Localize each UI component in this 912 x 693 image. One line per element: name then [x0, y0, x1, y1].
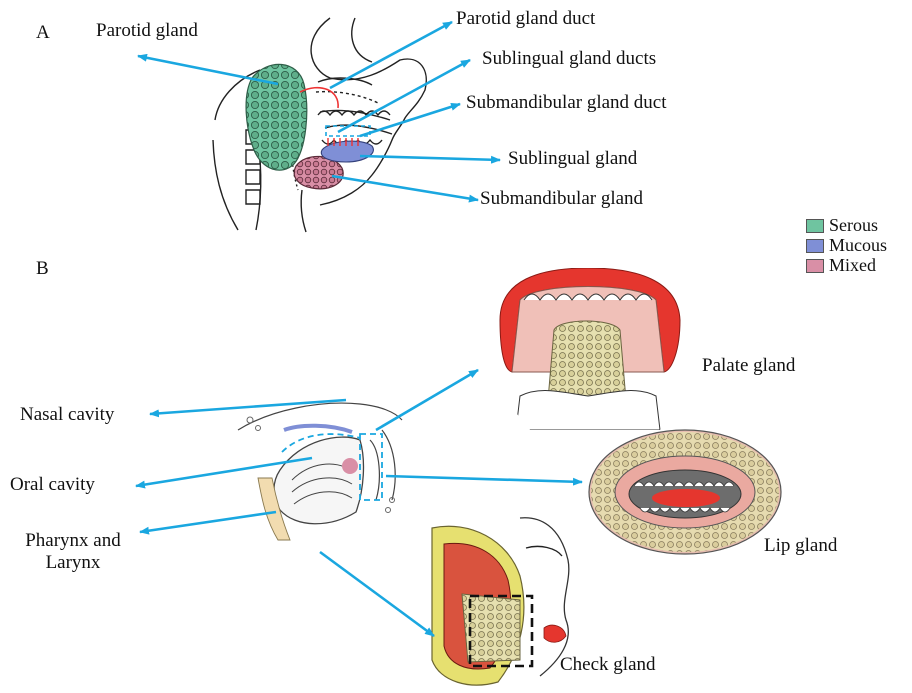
legend-swatch-mucous	[806, 239, 824, 253]
label-palate-gland: Palate gland	[702, 355, 795, 377]
legend-label-serous: Serous	[829, 215, 878, 236]
legend-label-mucous: Mucous	[829, 235, 887, 256]
label-submandibular-gland: Submandibular gland	[480, 188, 643, 210]
label-pharynx-line1: Pharynx and	[14, 530, 132, 552]
label-check-gland: Check gland	[560, 654, 656, 676]
legend: Serous Mucous Mixed	[806, 216, 887, 276]
cheek-gland-illustration	[432, 518, 569, 685]
label-parotid-gland: Parotid gland	[96, 20, 198, 42]
lip-gland-illustration	[589, 430, 781, 554]
palate-gland-illustration	[488, 268, 690, 430]
legend-label-mixed: Mixed	[829, 255, 876, 276]
legend-item-mucous: Mucous	[806, 236, 887, 255]
label-sublingual-gland-ducts: Sublingual gland ducts	[482, 48, 656, 70]
label-nasal-cavity: Nasal cavity	[20, 404, 114, 426]
legend-item-mixed: Mixed	[806, 256, 887, 275]
label-sublingual-gland: Sublingual gland	[508, 148, 637, 170]
label-lip-gland: Lip gland	[764, 535, 837, 557]
sagittal-section-illustration	[238, 388, 402, 552]
label-pharynx-larynx: Pharynx and Larynx	[14, 530, 132, 574]
label-submandibular-gland-duct: Submandibular gland duct	[466, 92, 667, 114]
legend-swatch-serous	[806, 219, 824, 233]
legend-swatch-mixed	[806, 259, 824, 273]
label-pharynx-line2: Larynx	[14, 552, 132, 574]
label-oral-cavity: Oral cavity	[10, 474, 95, 496]
legend-item-serous: Serous	[806, 216, 887, 235]
label-parotid-gland-duct: Parotid gland duct	[456, 8, 595, 30]
